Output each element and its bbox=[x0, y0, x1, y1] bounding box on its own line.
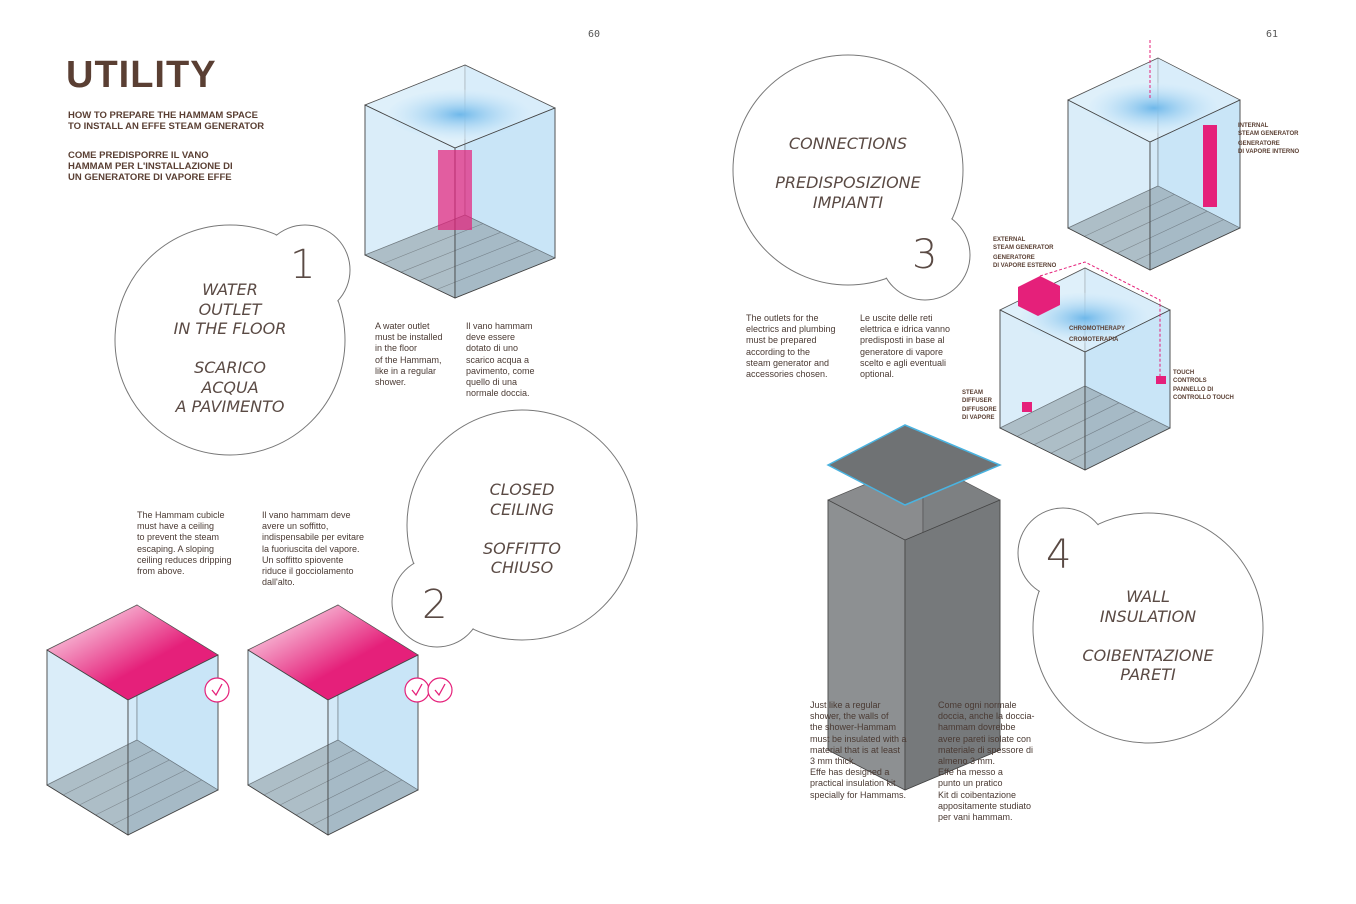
bubble-4-text: WALL INSULATION COIBENTAZIONE PARETI bbox=[1082, 587, 1214, 684]
floor-line bbox=[95, 769, 186, 816]
steam-cloud bbox=[1088, 82, 1220, 134]
insulation-lid bbox=[826, 424, 1002, 506]
page-number-left: 60 bbox=[588, 29, 601, 40]
floor-line bbox=[1084, 194, 1175, 237]
cubicle-flat-ceiling bbox=[46, 604, 219, 836]
check-icon bbox=[404, 677, 430, 703]
text-1-it: Il vano hammam deve essere dotato di uno… bbox=[466, 321, 535, 399]
front-glass-right bbox=[1084, 309, 1171, 471]
cubicle-internal-generator bbox=[1067, 57, 1241, 271]
speech-bubble-1 bbox=[114, 224, 351, 456]
internal-generator bbox=[1203, 125, 1217, 207]
label-touch-controls: TOUCH CONTROLS bbox=[1173, 370, 1207, 384]
floor-line bbox=[418, 240, 520, 282]
label-internal-generator: INTERNAL STEAM GENERATOR bbox=[1238, 123, 1299, 137]
floor-line bbox=[436, 249, 538, 290]
text-4-en: Just like a regular shower, the walls of… bbox=[810, 700, 907, 800]
floor-line bbox=[263, 749, 355, 796]
floor-line bbox=[1033, 402, 1120, 446]
text-2-en: The Hammam cubicle must have a ceiling t… bbox=[137, 510, 232, 577]
page-title: UTILITY bbox=[66, 54, 217, 96]
insulation-box bbox=[827, 459, 1001, 791]
front-glass-right bbox=[127, 654, 219, 836]
text-3-en: The outlets for the electrics and plumbi… bbox=[746, 313, 836, 380]
bubble-fill bbox=[880, 210, 970, 300]
page-number-right: 61 bbox=[1266, 29, 1279, 40]
label-external-generator-it: GENERATORE DI VAPORE ESTERNO bbox=[993, 255, 1057, 269]
floor-line bbox=[1100, 202, 1191, 246]
bubble-2-text: CLOSED CEILING SOFFITTO CHIUSO bbox=[482, 480, 561, 577]
front-glass-right bbox=[327, 654, 419, 836]
floor-line bbox=[1016, 394, 1103, 437]
section-number-1: 1 bbox=[290, 242, 316, 288]
floor-line bbox=[111, 779, 202, 826]
bubble-fill bbox=[392, 557, 482, 647]
cable bbox=[1039, 261, 1161, 378]
cubicle-sloped-ceiling bbox=[247, 604, 419, 836]
cubicle-external-generator bbox=[999, 267, 1171, 471]
floor-line bbox=[382, 223, 484, 264]
speech-bubble-4 bbox=[1017, 507, 1264, 744]
drain-pipe bbox=[438, 150, 472, 230]
label-touch-controls-it: PANNELLO DI CONTROLLO TOUCH bbox=[1173, 387, 1234, 401]
subtitle-it: COME PREDISPORRE IL VANO HAMMAM PER L'IN… bbox=[68, 150, 233, 183]
label-internal-generator-it: GENERATORE DI VAPORE INTERNO bbox=[1238, 141, 1300, 155]
label-steam-diffuser: STEAM DIFFUSER bbox=[962, 390, 992, 404]
steam-cloud bbox=[387, 89, 533, 140]
section-number-3: 3 bbox=[912, 232, 938, 278]
floor-line bbox=[1117, 210, 1208, 254]
check-icon bbox=[204, 677, 230, 703]
label-chromotherapy: CHROMOTHERAPY bbox=[1069, 326, 1126, 332]
bubble-3-text: CONNECTIONS PREDISPOSIZIONE IMPIANTI bbox=[775, 134, 921, 212]
floor-line bbox=[295, 769, 387, 816]
subtitle-en: HOW TO PREPARE THE HAMMAM SPACE TO INSTA… bbox=[68, 110, 265, 132]
check-circle bbox=[404, 677, 430, 703]
bubble-1-text: WATER OUTLET IN THE FLOOR SCARICO ACQUA … bbox=[173, 280, 287, 416]
bubble-fill bbox=[1018, 508, 1108, 598]
check-mark bbox=[411, 683, 423, 697]
external-generator bbox=[1018, 276, 1060, 316]
floor-line bbox=[1133, 219, 1224, 262]
front-glass-right bbox=[904, 499, 1001, 791]
section-number-4: 4 bbox=[1046, 532, 1072, 578]
floor-line bbox=[279, 759, 371, 806]
floor-line bbox=[311, 779, 403, 826]
check-icon bbox=[427, 677, 453, 703]
text-2-it: Il vano hammam deve avere un soffitto, i… bbox=[262, 510, 365, 588]
floor-line bbox=[400, 231, 502, 273]
floor-line bbox=[79, 759, 170, 806]
front-glass-right bbox=[454, 107, 556, 299]
label-steam-diffuser-it: DIFFUSORE DI VAPORE bbox=[962, 407, 997, 421]
check-mark bbox=[211, 683, 223, 697]
floor-line bbox=[63, 749, 154, 796]
text-1-en: A water outlet must be installed in the … bbox=[375, 321, 443, 388]
speech-bubble-2 bbox=[391, 409, 638, 648]
floor-line bbox=[1067, 419, 1154, 462]
check-circle bbox=[427, 677, 453, 703]
label-external-generator: EXTERNAL STEAM GENERATOR bbox=[993, 237, 1054, 251]
check-circle bbox=[204, 677, 230, 703]
label-chromotherapy-it: CROMOTERAPIA bbox=[1069, 337, 1119, 343]
bubble-fill bbox=[260, 225, 350, 315]
front-glass-right bbox=[1149, 99, 1241, 271]
speech-bubble-3 bbox=[732, 54, 971, 301]
check-mark bbox=[434, 683, 446, 697]
touch-controls bbox=[1156, 376, 1166, 384]
text-3-it: Le uscite delle reti elettrica e idrica … bbox=[860, 313, 951, 380]
steam-diffuser bbox=[1022, 402, 1032, 412]
floor-line bbox=[1050, 410, 1137, 454]
section-number-2: 2 bbox=[422, 582, 448, 628]
text-4-it: Come ogni normale doccia, anche la docci… bbox=[938, 700, 1035, 823]
